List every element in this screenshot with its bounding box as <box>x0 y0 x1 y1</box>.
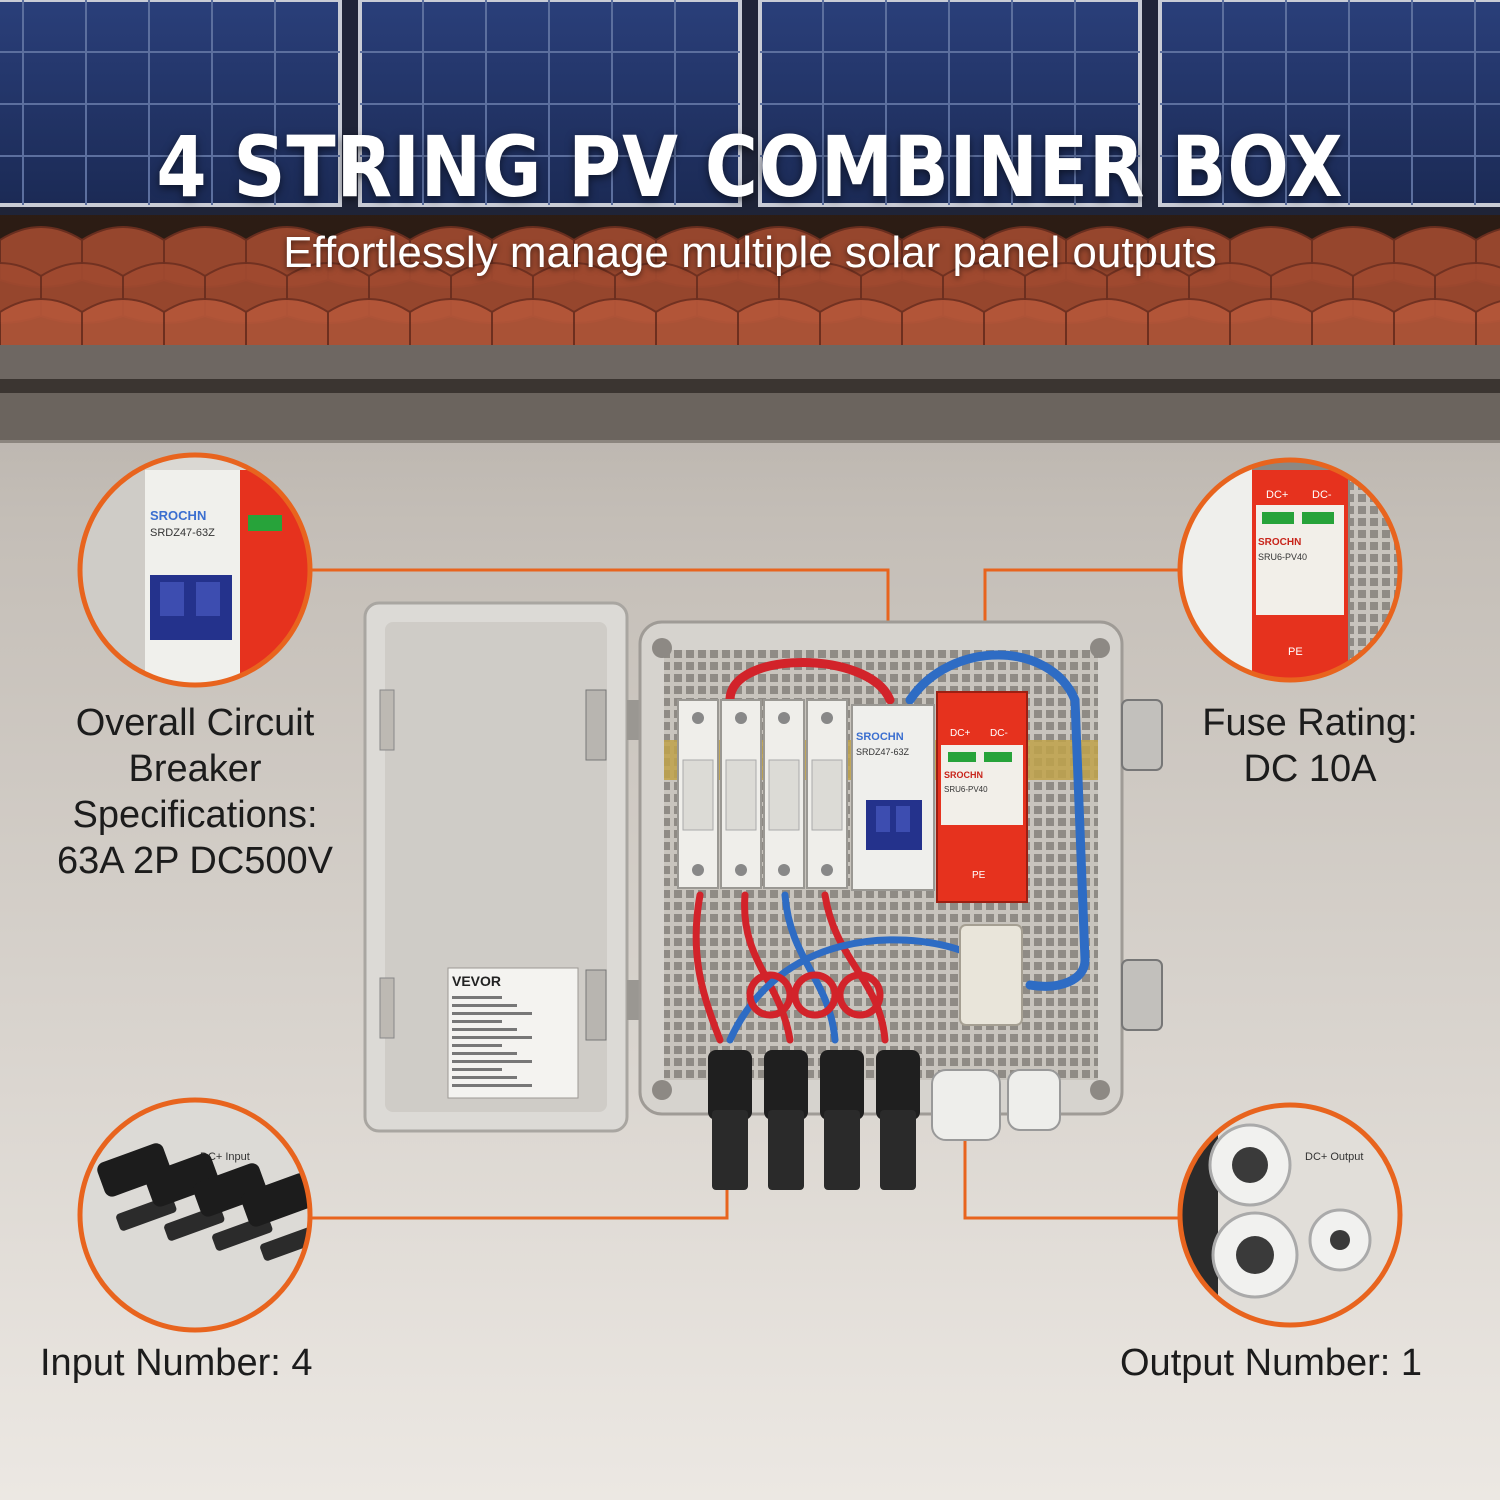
zoom-spd-pe-text: PE <box>1288 646 1303 658</box>
output-number-callout: Output Number: 1 <box>1120 1342 1423 1384</box>
zoom-output-glands: DC+ Output <box>1177 1102 1403 1328</box>
leader-output <box>963 1125 1182 1220</box>
breaker-model-text: SRDZ47-63Z <box>856 747 910 757</box>
zoom-output-label-text: DC+ Output <box>1305 1151 1363 1163</box>
leader-input <box>308 1180 729 1220</box>
breaker-brand-text: SROCHN <box>856 731 904 743</box>
zoom-surge-protector: SROCHN SRU6-PV40 DC+ DC- PE <box>1177 457 1403 683</box>
breaker-spec-line: 63A 2P DC500V <box>56 840 334 882</box>
wiring <box>692 650 1090 1044</box>
solar-panels <box>0 0 1500 215</box>
input-number-callout: Input Number: 4 <box>40 1342 313 1384</box>
breaker-spec-line: Breaker <box>128 748 262 790</box>
terminal-block <box>959 924 1023 1026</box>
cable-glands <box>931 1069 1061 1141</box>
fuse-spec-line: DC 10A <box>1243 748 1377 790</box>
zoom-spd-model-text: SRU6-PV40 <box>1258 552 1307 562</box>
zoom-breaker-model-text: SRDZ47-63Z <box>150 527 215 539</box>
main-circuit-breaker: SROCHN SRDZ47-63Z <box>851 704 935 891</box>
zoom-input-connectors: DC+ Input <box>77 1097 313 1333</box>
page-subtitle: Effortlessly manage multiple solar panel… <box>283 228 1217 277</box>
breaker-spec-line: Overall Circuit <box>75 702 315 744</box>
zoom-input-label-text: DC+ Input <box>200 1151 250 1163</box>
zoom-breaker-brand-text: SROCHN <box>150 508 206 523</box>
spd-model-text: SRU6-PV40 <box>944 785 988 794</box>
spd-dc-minus-text: DC- <box>990 728 1008 739</box>
spd-dc-plus-text: DC+ <box>950 728 970 739</box>
lid-brand-text: VEVOR <box>452 973 501 989</box>
mc4-connectors <box>708 1050 920 1190</box>
zoom-breaker: SROCHN SRDZ47-63Z <box>77 452 313 688</box>
page-title: 4 STRING PV COMBINER BOX <box>156 118 1344 216</box>
fuse-holders <box>677 699 848 889</box>
enclosure-lid: VEVOR <box>363 601 641 1133</box>
gutter <box>0 345 1500 379</box>
spd-brand-text: SROCHN <box>944 770 983 780</box>
roof-tiles <box>0 226 1500 360</box>
zoom-spd-dc-plus-text: DC+ <box>1266 489 1288 501</box>
surge-protector: DC+ DC- SROCHN SRU6-PV40 PE <box>936 691 1028 903</box>
spd-pe-text: PE <box>972 870 986 881</box>
fuse-spec-line: Fuse Rating: <box>1202 702 1418 744</box>
breaker-spec-callout: Overall Circuit Breaker Specifications: … <box>30 700 360 884</box>
breaker-spec-line: Specifications: <box>72 794 318 836</box>
zoom-spd-dc-minus-text: DC- <box>1312 489 1332 501</box>
zoom-spd-brand-text: SROCHN <box>1258 537 1301 548</box>
fuse-rating-callout: Fuse Rating: DC 10A <box>1180 700 1440 792</box>
